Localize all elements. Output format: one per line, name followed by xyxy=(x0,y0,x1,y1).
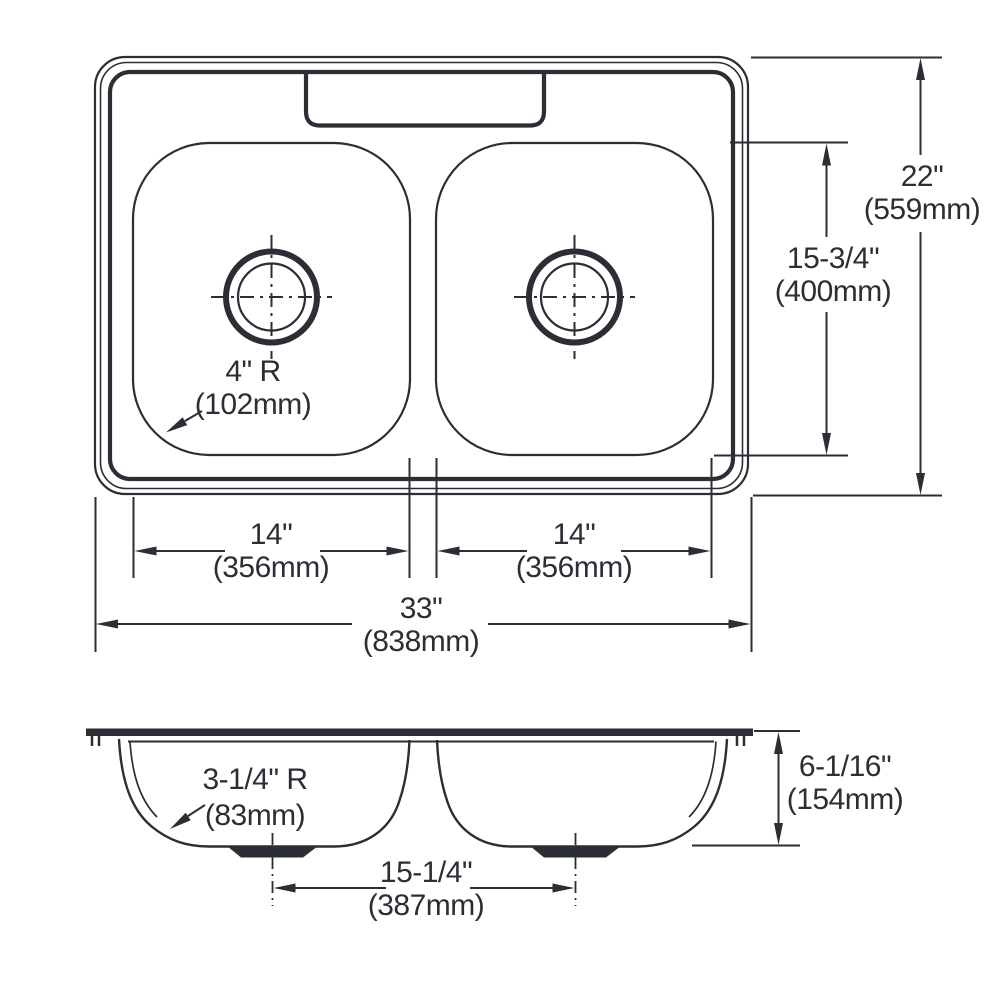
dim-bowl-length-label: 15-3/4" (400mm) xyxy=(775,242,892,308)
dim-drain-centers-label: 15-1/4" (387mm) xyxy=(368,856,485,922)
mounting-clips xyxy=(90,736,746,746)
dim-inches: 3-1/4" R xyxy=(202,763,308,796)
dim-bowl-length-1534 xyxy=(714,141,848,457)
side-view-linework xyxy=(86,728,753,906)
dim-inches: 4" R xyxy=(225,355,281,388)
top-view-sink-outline xyxy=(93,55,750,496)
dim-overall-depth-22 xyxy=(751,56,942,497)
dim-metric: (154mm) xyxy=(786,783,904,816)
dim-inches: 15-3/4" xyxy=(786,242,880,275)
dim-metric: (400mm) xyxy=(774,275,892,308)
faucet-deck-notch xyxy=(303,74,547,128)
left-drain xyxy=(211,235,332,359)
dim-metric: (356mm) xyxy=(212,551,330,584)
dim-inches: 15-1/4" xyxy=(379,856,473,889)
dim-right-bowl-width-14 xyxy=(435,458,713,578)
dim-metric: (102mm) xyxy=(194,388,312,421)
dim-right-bowl-width-label: 14" (356mm) xyxy=(516,518,633,584)
dim-bowl-depth-label: 6-1/16" (154mm) xyxy=(787,750,904,816)
dim-metric: (356mm) xyxy=(515,551,633,584)
dim-bottom-radius-label: 3-1/4" R (83mm) xyxy=(202,762,308,834)
dim-metric: (83mm) xyxy=(204,799,306,832)
dim-metric: (387mm) xyxy=(367,889,485,922)
dim-drain-centers-1514 xyxy=(273,883,575,893)
dim-inches: 14" xyxy=(552,518,596,551)
right-bowl-profile xyxy=(435,738,729,848)
bottom-radius-leader-arrow xyxy=(170,804,206,829)
corner-radius-leader-arrow xyxy=(166,410,203,433)
dim-overall-depth-label: 22" (559mm) xyxy=(864,160,981,226)
left-bowl-profile xyxy=(117,738,411,848)
dim-left-bowl-width-14 xyxy=(132,458,411,578)
dim-left-bowl-width-label: 14" (356mm) xyxy=(213,518,330,584)
dim-corner-radius-label: 4" R (102mm) xyxy=(195,355,312,421)
dim-inches: 22" xyxy=(900,160,944,193)
dim-inches: 6-1/16" xyxy=(798,750,892,783)
dim-inches: 14" xyxy=(249,518,293,551)
left-bowl-outline xyxy=(131,141,412,457)
rim-band xyxy=(86,728,753,736)
right-bowl-outline xyxy=(434,141,715,457)
dim-overall-width-33 xyxy=(94,497,753,652)
dim-bowl-depth-6116 xyxy=(692,730,800,847)
dim-metric: (838mm) xyxy=(362,625,480,658)
right-drain xyxy=(514,235,635,359)
dim-metric: (559mm) xyxy=(863,193,981,226)
dim-inches: 33" xyxy=(399,592,443,625)
dim-overall-width-label: 33" (838mm) xyxy=(363,592,480,658)
